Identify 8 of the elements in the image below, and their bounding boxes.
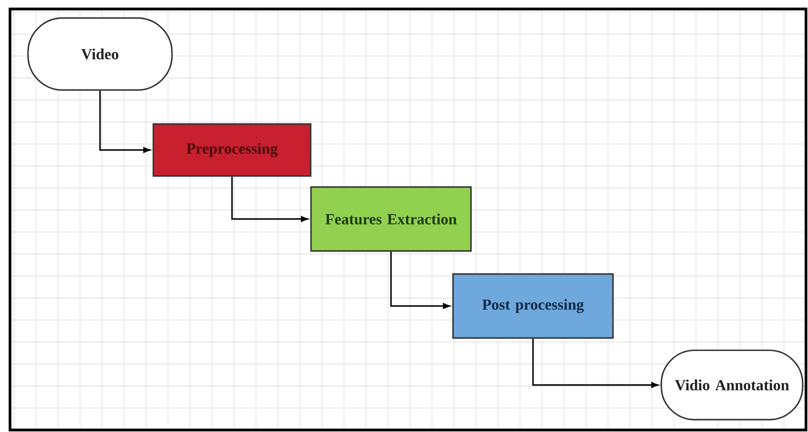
node-label: Vidio Annotation xyxy=(674,380,789,390)
arrow xyxy=(231,176,308,222)
process-box: Preprocessing xyxy=(152,123,312,177)
process-box: Post processing xyxy=(452,273,614,339)
arrow xyxy=(390,252,450,309)
process-box: Features Extraction xyxy=(310,186,472,252)
arrow xyxy=(99,90,150,153)
arrow xyxy=(532,338,658,388)
